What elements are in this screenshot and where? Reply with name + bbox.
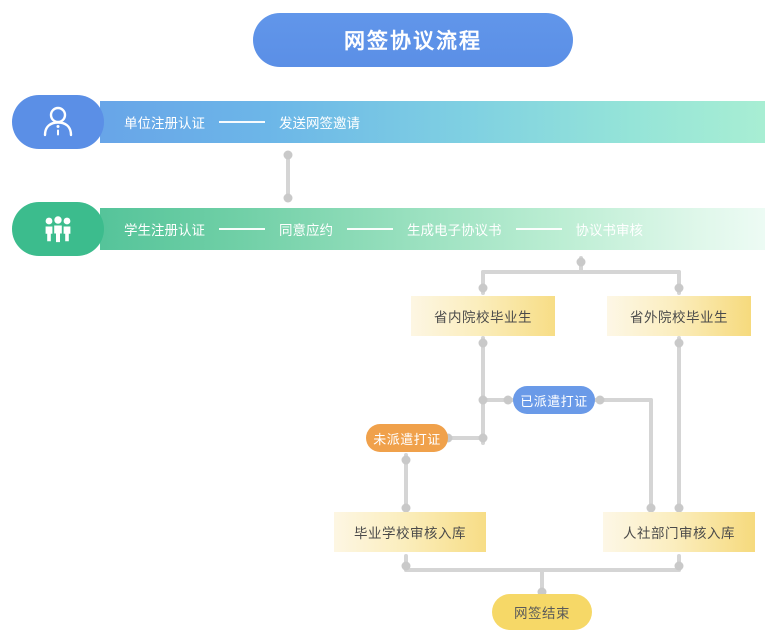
step-connector-dash — [515, 228, 562, 230]
node-not-dispatched[interactable]: 未派遣打证 — [366, 424, 448, 452]
employer-lane-steps: 单位注册认证 发送网签邀请 — [100, 112, 360, 132]
step-label: 单位注册认证 — [124, 116, 205, 131]
node-end[interactable]: 网签结束 — [492, 594, 592, 630]
node-school-review[interactable]: 毕业学校审核入库 — [334, 512, 486, 552]
step-label: 生成电子协议书 — [407, 223, 502, 238]
step-connector-dash — [347, 228, 393, 230]
node-hr-review[interactable]: 人社部门审核入库 — [603, 512, 755, 552]
employer-lane-badge — [12, 95, 104, 149]
employer-lane-bar: 单位注册认证 发送网签邀请 — [100, 101, 765, 143]
node-out-province[interactable]: 省外院校毕业生 — [607, 296, 751, 336]
step-connector-dash — [219, 121, 265, 123]
step-label: 协议书审核 — [575, 223, 644, 238]
node-in-province[interactable]: 省内院校毕业生 — [411, 296, 555, 336]
page-title: 网签协议流程 — [253, 13, 573, 67]
step-connector-dash — [219, 228, 265, 230]
group-people-icon — [45, 216, 71, 243]
step-label: 学生注册认证 — [124, 223, 205, 238]
step-label: 发送网签邀请 — [279, 116, 360, 131]
person-info-icon — [43, 106, 73, 137]
student-lane-steps: 学生注册认证 同意应约 生成电子协议书 协议书审核 — [100, 219, 643, 239]
student-lane-bar: 学生注册认证 同意应约 生成电子协议书 协议书审核 — [100, 208, 765, 250]
student-lane-badge — [12, 202, 104, 256]
step-label: 同意应约 — [279, 223, 333, 238]
node-dispatched[interactable]: 已派遣打证 — [513, 386, 595, 414]
